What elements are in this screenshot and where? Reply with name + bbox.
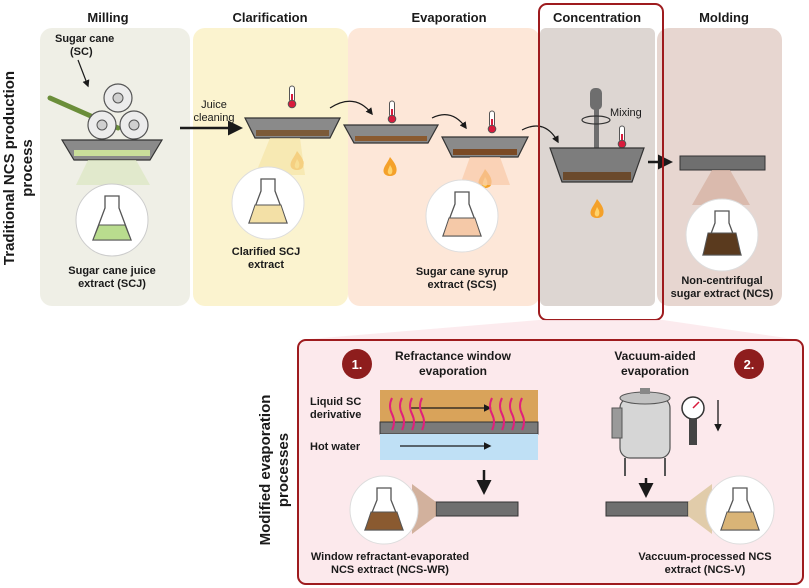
stage-title-concentration: Concentration — [553, 10, 641, 25]
flask-icon — [231, 166, 305, 240]
label-ncswr-1: Window refractant-evaporated — [311, 551, 469, 563]
label-sugar-cane-2: (SC) — [70, 46, 93, 58]
flask-icon — [425, 179, 499, 253]
flow-arrow-2 — [431, 114, 467, 130]
label-mixing: Mixing — [610, 107, 642, 119]
rw-cone — [412, 484, 436, 534]
side-title-traditional-2: process — [19, 139, 36, 197]
label-liquid-2: derivative — [310, 409, 361, 421]
sugar-cane-arrow — [77, 59, 90, 88]
molding-cone — [692, 170, 750, 205]
flask-icon — [75, 183, 149, 257]
vac-title-1: Vacuum-aided — [614, 349, 695, 363]
badge-1 — [342, 349, 372, 379]
label-clarified-2: extract — [248, 259, 284, 271]
label-scs-1: Sugar cane syrup — [416, 266, 509, 278]
badge-2-label: 2. — [744, 357, 755, 372]
refractance-window-apparatus — [379, 390, 539, 460]
rw-title-1: Refractance window — [395, 349, 512, 363]
vac-cone — [688, 484, 712, 534]
thermometer-icon — [287, 85, 297, 109]
evaporation-pan-1 — [342, 124, 440, 144]
label-scj-2: extract (SCJ) — [78, 278, 146, 290]
evaporation-cone — [460, 157, 510, 185]
label-ncswr-2: NCS extract (NCS-WR) — [331, 564, 449, 576]
concentration-pan — [549, 147, 645, 183]
label-scs-2: extract (SCS) — [427, 279, 496, 291]
flow-arrow-1 — [329, 100, 373, 116]
evaporation-pan-2 — [441, 136, 529, 158]
molding-bar — [679, 155, 766, 171]
vac-title-2: evaporation — [621, 364, 689, 378]
label-juice-2: cleaning — [194, 112, 235, 124]
side-title-modified-1: Modified evaporation — [257, 395, 274, 546]
gauge-icon — [681, 396, 705, 445]
label-ncs-1: Non-centrifugal — [681, 275, 762, 287]
badge-2 — [734, 349, 764, 379]
modified-panel-border — [297, 339, 804, 585]
rw-bar — [435, 501, 519, 517]
stage-title-clarification: Clarification — [232, 10, 307, 25]
badge-1-label: 1. — [352, 357, 363, 372]
flow-arrow-3 — [521, 125, 559, 144]
thermometer-icon — [387, 100, 397, 124]
flask-icon — [705, 475, 775, 545]
mixer-icon — [581, 88, 611, 170]
label-juice-1: Juice — [201, 99, 227, 111]
roller-mill-icon — [47, 83, 149, 140]
stage-title-milling: Milling — [87, 10, 128, 25]
modified-panel — [298, 340, 803, 584]
milling-cone — [76, 160, 150, 185]
rw-title-2: evaporation — [419, 364, 487, 378]
side-title-modified-2: processes — [275, 433, 292, 507]
label-hot-water: Hot water — [310, 441, 361, 453]
label-scj-1: Sugar cane juice — [68, 265, 155, 277]
label-ncsv-2: extract (NCS-V) — [665, 564, 746, 576]
evaporation-panel — [348, 28, 540, 306]
vac-bar — [605, 501, 689, 517]
stage-title-evaporation: Evaporation — [411, 10, 486, 25]
thermometer-icon — [487, 110, 497, 134]
milling-tray — [60, 139, 164, 161]
zoom-connector — [298, 320, 800, 340]
stage-title-molding: Molding — [699, 10, 749, 25]
thermometer-icon — [617, 125, 627, 149]
flask-icon — [685, 198, 759, 272]
label-ncsv-1: Vaccuum-processed NCS — [638, 551, 771, 563]
label-sugar-cane-1: Sugar cane — [55, 33, 114, 45]
flask-icon — [349, 475, 419, 545]
label-liquid-1: Liquid SC — [310, 396, 361, 408]
vacuum-tank-icon — [611, 388, 671, 476]
label-clarified-1: Clarified SCJ — [232, 246, 300, 258]
side-title-traditional-1: Traditional NCS production — [1, 71, 18, 265]
clarification-cone — [255, 138, 305, 175]
label-ncs-2: sugar extract (NCS) — [671, 288, 774, 300]
clarification-pan — [244, 117, 341, 139]
